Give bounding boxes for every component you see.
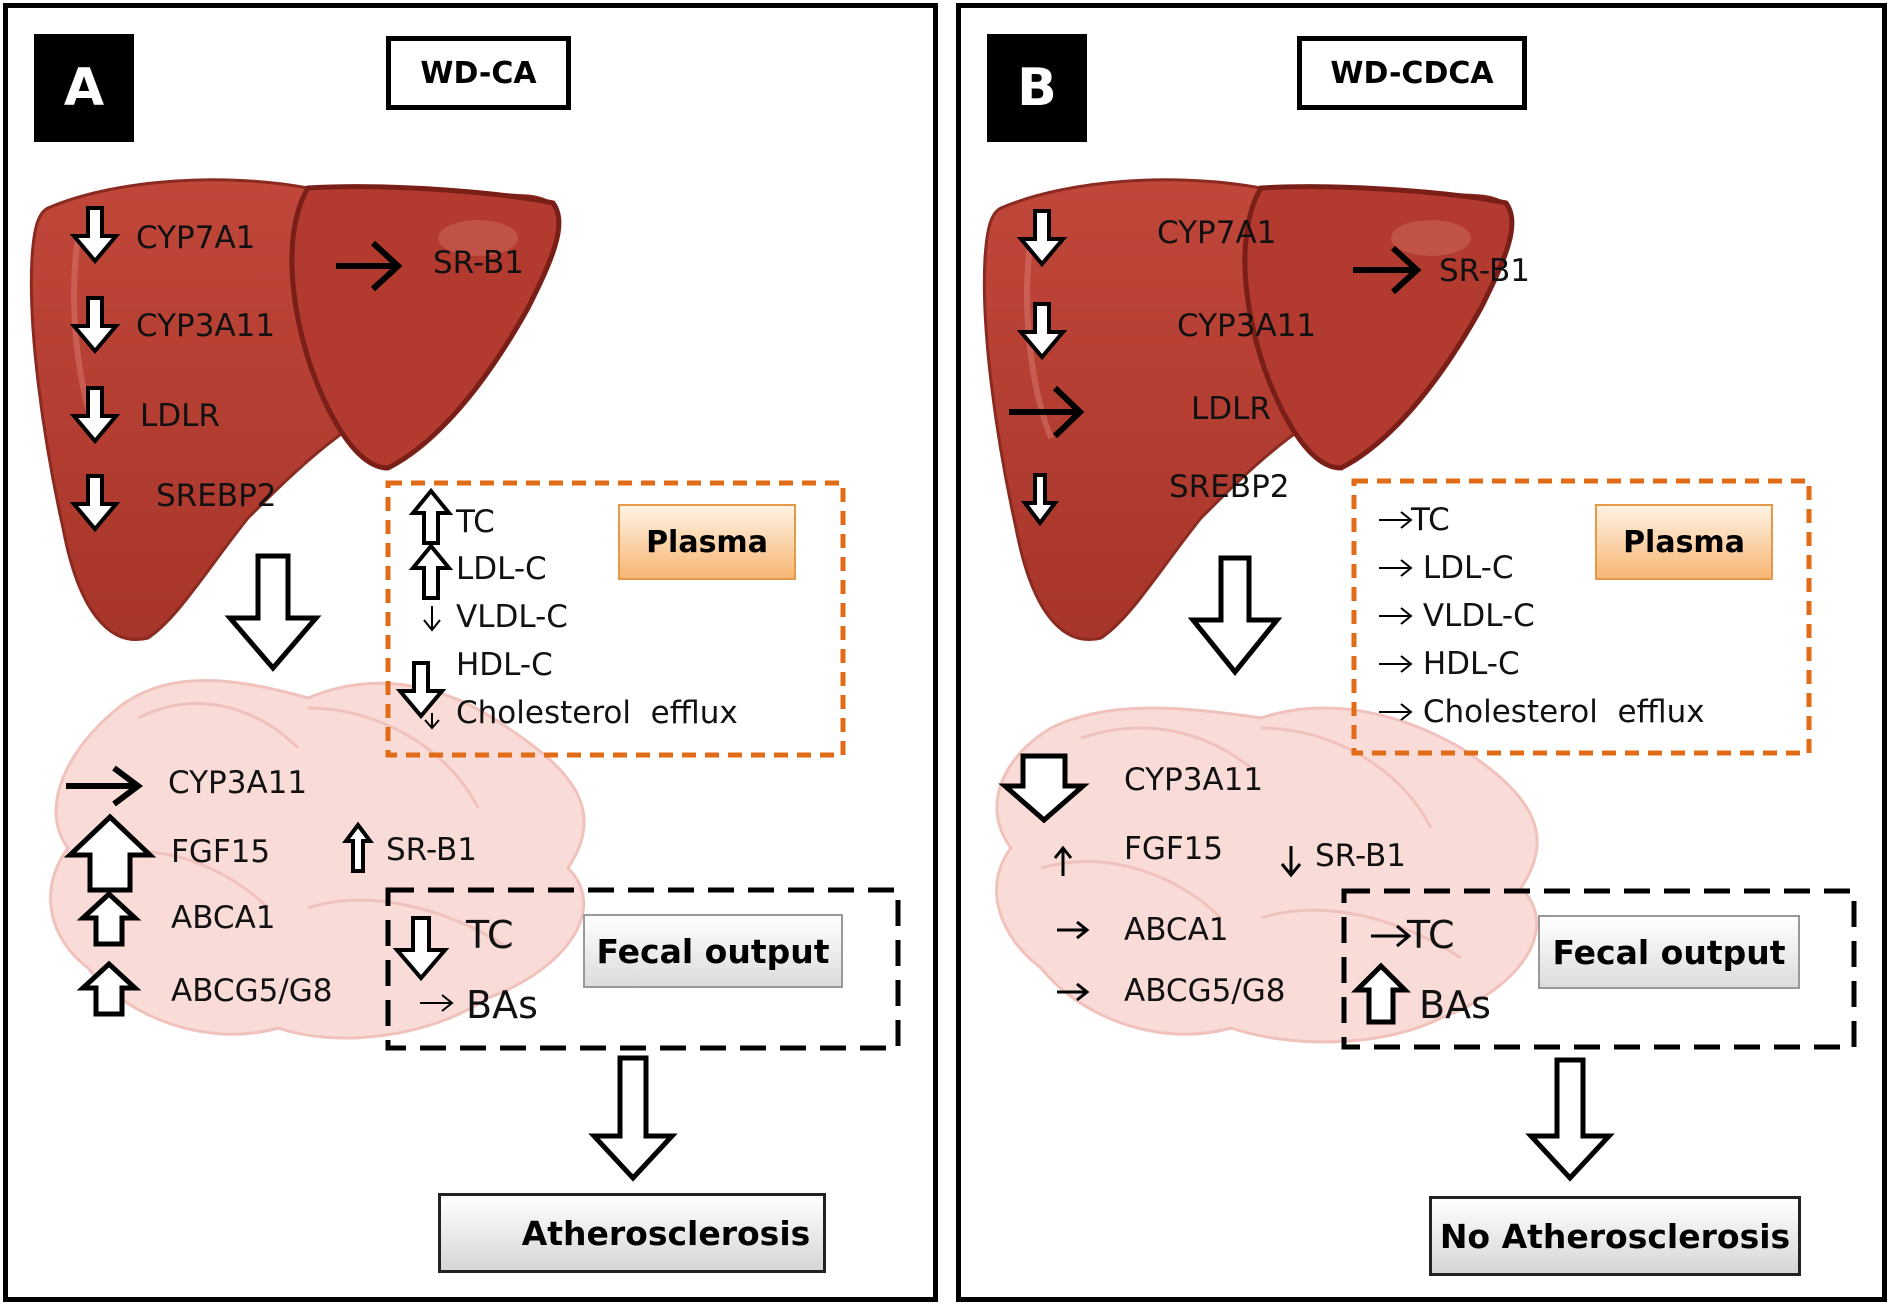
panel-a-artwork	[29, 178, 901, 1270]
fecal-box	[1341, 888, 1857, 1050]
liver-gene-label: SREBP2	[156, 478, 277, 514]
intestine-gene-label: CYP3A11	[168, 765, 308, 801]
liver-gene-label: CYP3A11	[1177, 308, 1317, 344]
outcome-box: Atherosclerosis	[438, 1193, 826, 1273]
intestine-gene-label: ABCG5/G8	[171, 973, 333, 1009]
thin-down-arrow-icon	[424, 713, 440, 730]
thin-down-arrow-icon	[1280, 846, 1302, 878]
down-arrow-icon	[998, 753, 1090, 824]
panel-title: WD-CA	[386, 36, 571, 110]
plasma-item: TC	[456, 504, 495, 540]
panel-title: WD-CDCA	[1297, 36, 1527, 110]
up-arrow-icon	[63, 813, 157, 893]
plasma-item: Cholesterol efflux	[1413, 694, 1705, 730]
plasma-item: TC	[1411, 502, 1450, 538]
intestine-gene-label: FGF15	[171, 834, 271, 870]
liver-gene-label: SR-B1	[433, 245, 525, 281]
plasma-item: VLDL-C	[1413, 598, 1535, 634]
outcome-box: No Atherosclerosis	[1429, 1196, 1801, 1276]
panel-b-artwork	[982, 178, 1857, 1182]
plasma-box	[1351, 478, 1812, 756]
up-arrow-icon	[342, 821, 374, 873]
intestine-illustration	[49, 679, 586, 1040]
intestine-gene-label: FGF15	[1124, 831, 1224, 867]
intestine-gene-label: SR-B1	[1315, 838, 1407, 874]
liver-gene-label: LDLR	[1191, 391, 1271, 427]
plasma-item: LDL-C	[1413, 550, 1514, 586]
liver-gene-label: SREBP2	[1169, 469, 1290, 505]
thin-up-arrow-icon	[1053, 845, 1073, 876]
fecal-box	[385, 887, 901, 1051]
panel-letter: A	[34, 34, 134, 142]
intestine-gene-label: ABCG5/G8	[1124, 973, 1286, 1009]
right-arrow-icon	[1353, 245, 1422, 295]
fecal-item: TC	[1407, 913, 1455, 957]
plasma-label: Plasma	[1595, 504, 1773, 580]
plasma-item: VLDL-C	[456, 599, 568, 635]
outcome-label: No Atherosclerosis	[1439, 1216, 1791, 1256]
plasma-box	[385, 480, 846, 758]
thin-right-arrow-icon	[1057, 982, 1090, 1002]
right-arrow-icon	[1009, 385, 1085, 439]
liver-gene-label: LDLR	[140, 398, 220, 434]
plasma-item: HDL-C	[456, 647, 553, 683]
right-arrow-icon	[66, 765, 143, 807]
liver-gene-label: CYP7A1	[136, 220, 256, 256]
down-arrow-icon	[392, 916, 450, 982]
fecal-item: BAs	[466, 983, 538, 1027]
down-arrow-icon	[69, 206, 121, 533]
thin-right-arrow-icon	[1371, 924, 1412, 948]
liver-illustration	[29, 178, 562, 641]
liver-gene-label: CYP3A11	[136, 308, 276, 344]
panel-a: A WD-CA CYP7A1 CYP3A11 LDLR SREBP2 SR-B1…	[3, 3, 938, 1302]
right-arrow-icon	[336, 240, 403, 292]
intestine-gene-label: SR-B1	[386, 832, 478, 868]
up-arrow-icon	[76, 960, 142, 1017]
intestine-gene-label: ABCA1	[171, 900, 276, 936]
flow-down-arrow-icon	[1525, 1057, 1615, 1182]
fecal-item: BAs	[1419, 983, 1491, 1027]
intestine-illustration	[995, 706, 1539, 1044]
fecal-output-label: Fecal output	[583, 914, 843, 988]
thin-right-arrow-icon	[420, 994, 454, 1012]
plasma-item: Cholesterol efflux	[456, 695, 738, 731]
panel-b: B WD-CDCA CYP7A1 CYP3A11 LDLR SREBP2 SR-…	[956, 3, 1887, 1302]
down-arrow-icon	[395, 661, 447, 720]
up-arrow-icon	[1350, 962, 1412, 1025]
panel-letter: B	[987, 34, 1087, 142]
plasma-item: LDL-C	[456, 551, 547, 587]
down-arrow-icon	[1016, 209, 1068, 527]
thin-down-arrow-icon	[423, 606, 441, 632]
thin-right-arrow-icon	[1057, 920, 1090, 940]
flow-down-arrow-icon	[224, 553, 322, 672]
plasma-label: Plasma	[618, 504, 796, 580]
up-arrow-icon	[408, 487, 454, 600]
flow-down-arrow-icon	[1187, 555, 1283, 676]
outcome-label: Atherosclerosis	[521, 1213, 811, 1253]
flow-down-arrow-icon	[588, 1055, 678, 1182]
intestine-gene-label: CYP3A11	[1124, 762, 1264, 798]
fecal-output-label: Fecal output	[1538, 915, 1800, 989]
thin-right-arrow-icon	[1379, 511, 1413, 721]
intestine-gene-label: ABCA1	[1124, 912, 1229, 948]
liver-gene-label: SR-B1	[1439, 253, 1531, 289]
liver-gene-label: CYP7A1	[1157, 215, 1277, 251]
plasma-item: HDL-C	[1413, 646, 1520, 682]
liver-illustration	[982, 178, 1515, 641]
up-arrow-icon	[76, 890, 142, 947]
fecal-item: TC	[466, 913, 514, 957]
